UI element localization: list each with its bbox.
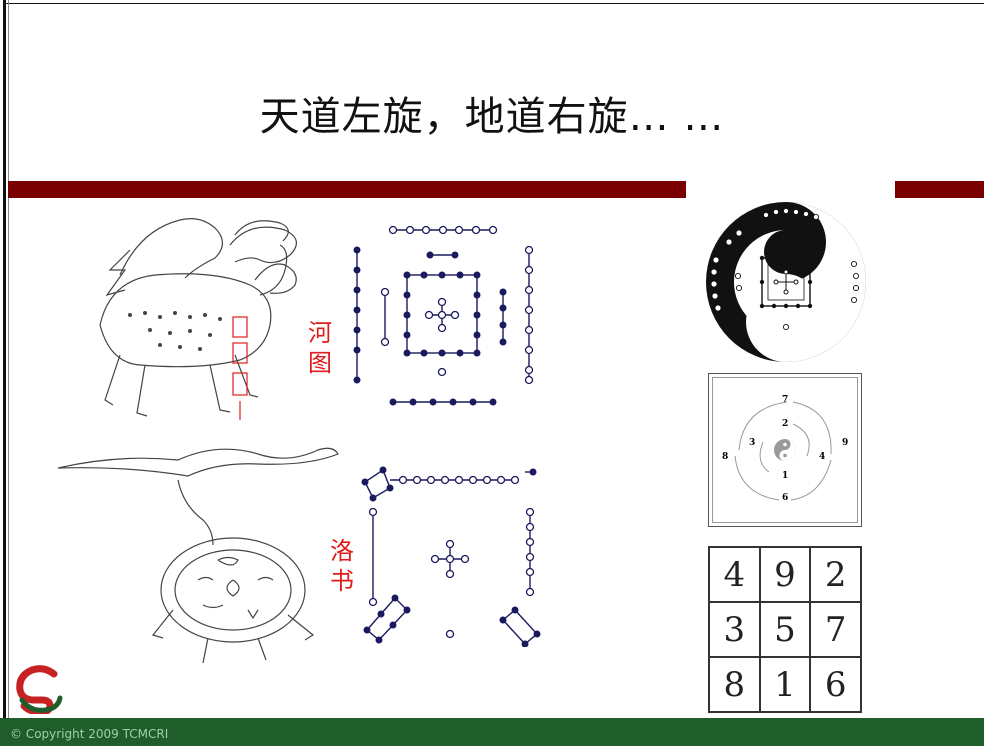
number-6: 6: [782, 493, 789, 503]
luoshu-label-1: 洛: [330, 537, 354, 565]
number-4: 4: [819, 452, 826, 462]
magic-square-cell: 3: [709, 602, 760, 657]
tcmcri-logo-icon: [16, 665, 63, 714]
footer-bar: [0, 718, 984, 746]
frame-left: [3, 0, 6, 746]
luoshu-diagram: [361, 466, 541, 647]
number-2: 2: [782, 419, 789, 429]
luoshu-label: 洛 书: [330, 536, 354, 596]
hetu-label: 河 图: [308, 318, 332, 378]
frame-left-inner: [8, 0, 9, 718]
frame-top: [3, 3, 984, 4]
number-7: 7: [782, 395, 789, 405]
copyright-text: © Copyright 2009 TCMCRI: [10, 727, 169, 741]
magic-square: 4 9 2 3 5 7 8 1 6: [708, 546, 862, 713]
magic-square-cell: 7: [810, 602, 861, 657]
magic-square-cell: 4: [709, 547, 760, 602]
accent-bar-right: [895, 181, 984, 198]
magic-square-cell: 6: [810, 657, 861, 712]
magic-square-cell: 9: [759, 547, 811, 602]
hetu-diagram: [353, 225, 534, 406]
magic-square-cell: 1: [759, 657, 811, 712]
hetu-label-2: 图: [308, 349, 332, 377]
dragon-horse-illustration: [99, 218, 297, 420]
magic-square-cell: 8: [709, 657, 760, 712]
hetu-label-1: 河: [308, 319, 332, 347]
number-3: 3: [749, 438, 756, 448]
magic-square-cell: 2: [810, 547, 861, 602]
number-1: 1: [782, 471, 789, 481]
number-8: 8: [722, 452, 729, 462]
slide-title: 天道左旋，地道右旋… …: [259, 94, 725, 140]
rotation-arrows: [734, 401, 832, 501]
yinyang-circle-diagram: [706, 202, 866, 362]
turtle-illustration: [58, 447, 339, 664]
number-rotation-diagram: 7 2 9 8 3 4 1 6: [708, 373, 862, 527]
magic-square-cell: 5: [759, 602, 811, 657]
luoshu-label-2: 书: [330, 567, 354, 595]
number-9: 9: [842, 438, 849, 448]
accent-bar-left: [8, 181, 686, 198]
